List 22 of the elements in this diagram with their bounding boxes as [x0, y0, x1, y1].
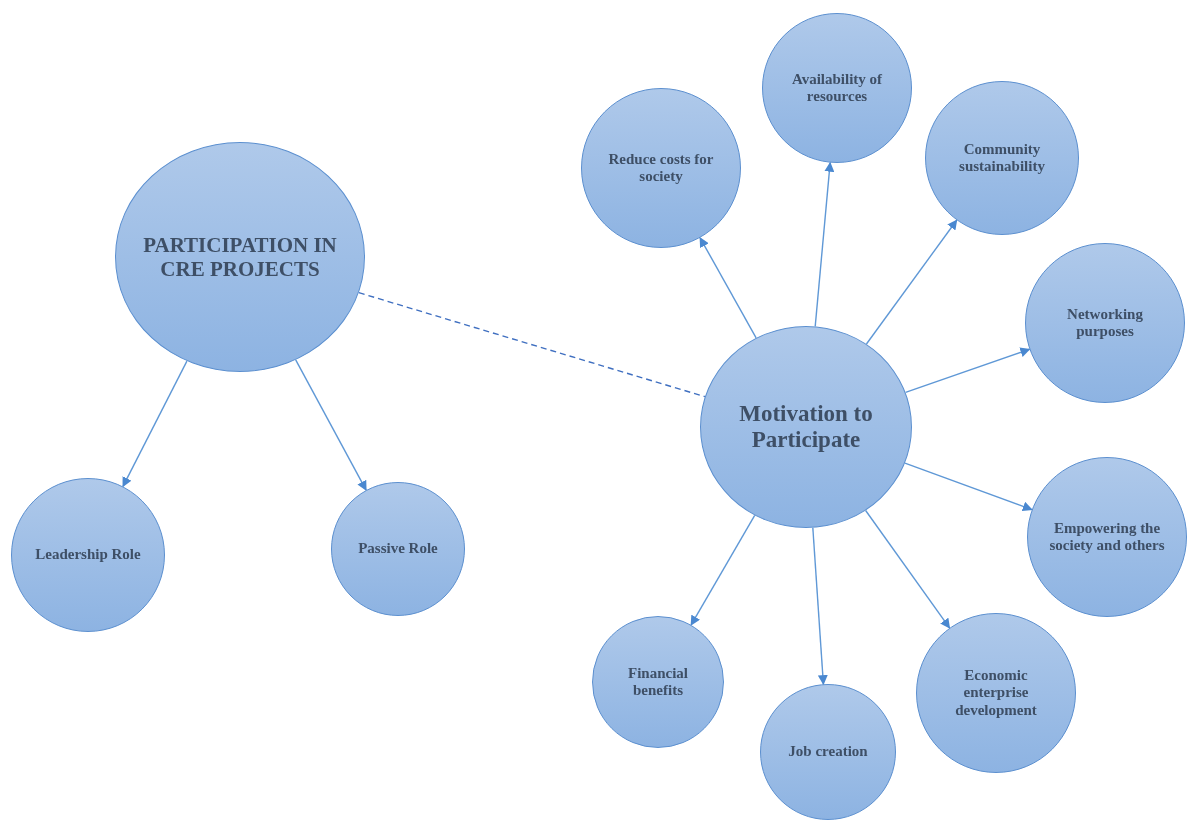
arrow	[814, 161, 835, 328]
node-label: Financial benefits	[627, 664, 689, 700]
arrow	[904, 347, 1031, 394]
arrow	[295, 359, 367, 491]
node-label: Reduce costs for society	[607, 150, 715, 186]
node-label: Availability of resources	[790, 70, 884, 106]
arrow	[864, 509, 951, 629]
arrow	[904, 462, 1033, 512]
node-label: Empowering the society and others	[1048, 519, 1166, 555]
arrow	[812, 527, 828, 686]
node-label: Networking purposes	[1066, 305, 1144, 341]
node-label: Economic enterprise development	[954, 667, 1038, 719]
arrow	[122, 360, 188, 488]
arrow	[699, 236, 757, 339]
arrow	[690, 514, 756, 626]
node-label: Leadership Role	[34, 546, 142, 564]
node-label: Community sustainability	[958, 140, 1046, 176]
node-label: Job creation	[787, 743, 869, 761]
arrow	[865, 219, 958, 345]
node-label: Motivation to Participate	[738, 400, 874, 454]
node-label: PARTICIPATION IN CRE PROJECTS	[142, 232, 338, 282]
node-label: Passive Role	[357, 540, 439, 558]
